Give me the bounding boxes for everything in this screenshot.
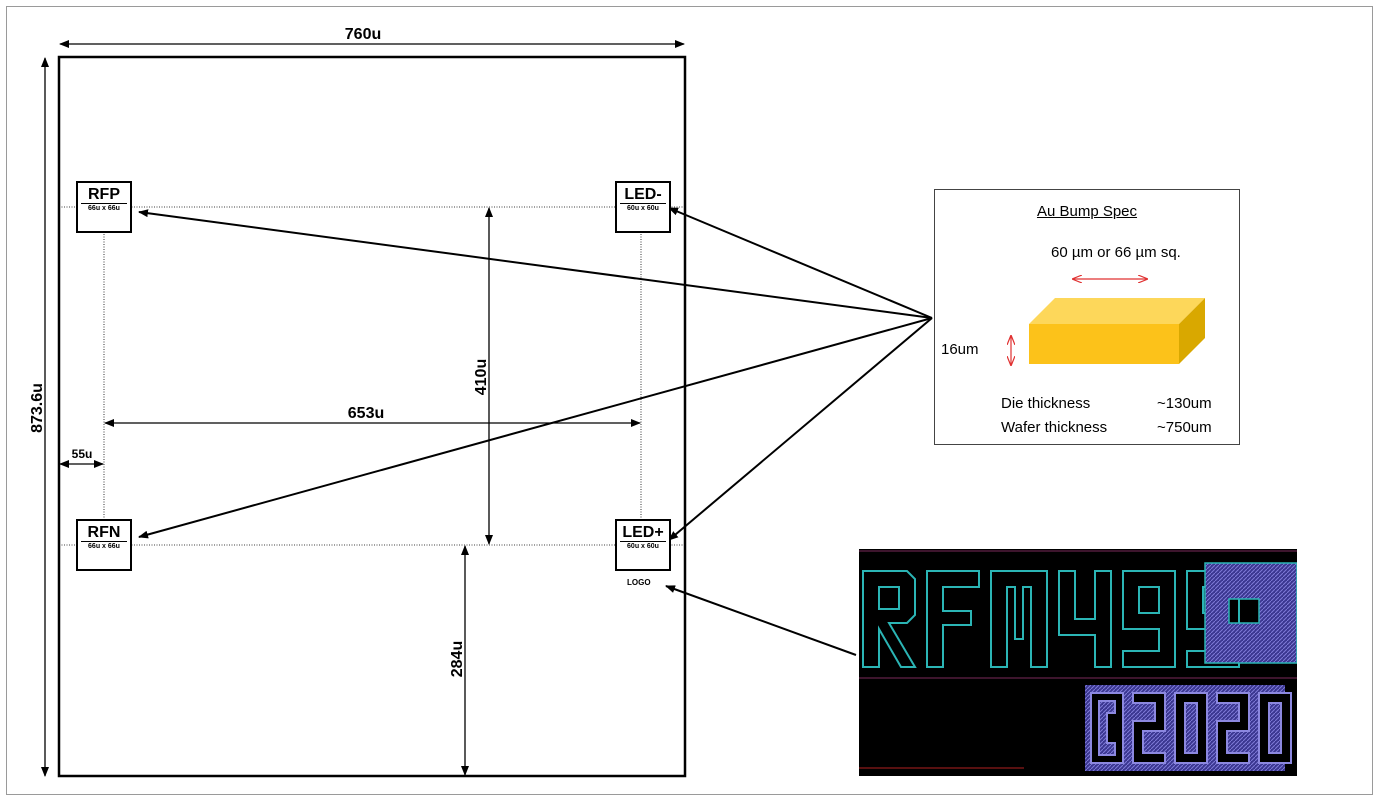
pad-rfn: RFN 66u x 66u [76, 519, 132, 571]
edge-offset-label: 55u [72, 447, 93, 461]
callout-arrow-led-plus [668, 317, 933, 541]
logo-label: LOGO [627, 578, 651, 587]
width-dimension-label: 760u [345, 26, 381, 43]
callout-arrow-led-minus [668, 207, 933, 319]
callout-arrow-logo [665, 585, 857, 656]
logo-text-2020 [1085, 685, 1292, 771]
bump-spec-panel: Au Bump Spec 60 µm or 66 µm sq. 16um Die… [934, 189, 1240, 445]
logo-layout-drawing [859, 550, 1297, 771]
callout-arrow-rfp [138, 209, 933, 319]
bump-top-face [1029, 298, 1205, 324]
bump-height-label: 16um [941, 341, 979, 358]
die-outline [57, 55, 687, 778]
pad-name: LED- [624, 186, 662, 203]
callout-arrow-rfn [138, 317, 933, 539]
pad-name: RFP [88, 186, 120, 203]
pad-size: 60u x 60u [620, 541, 666, 551]
pad-size: 66u x 66u [81, 541, 127, 551]
bottom-offset-label: 284u [449, 641, 466, 677]
logo-text-rfm499 [862, 570, 1240, 668]
pad-rfp: RFP 66u x 66u [76, 181, 132, 233]
pad-name: LED+ [622, 524, 664, 541]
pad-vertical-spacing-label: 410u [473, 359, 490, 395]
logo-layout-image [859, 549, 1297, 776]
pad-size: 66u x 66u [81, 203, 127, 213]
logo-filled-glyph [1204, 562, 1297, 664]
bump-front-face [1029, 324, 1179, 364]
wafer-thickness-value: ~750um [1157, 419, 1212, 436]
wafer-thickness-label: Wafer thickness [1001, 419, 1108, 436]
bump-illustration [935, 190, 1205, 446]
die-thickness-label: Die thickness [1001, 395, 1091, 412]
pad-led-minus: LED- 60u x 60u [615, 181, 671, 233]
bump-side-face [1179, 298, 1205, 364]
pad-horizontal-spacing-label: 653u [348, 405, 384, 422]
pad-size: 60u x 60u [620, 203, 666, 213]
bump-size-label: 60 µm or 66 µm sq. [1051, 244, 1181, 261]
diagram-frame [6, 6, 1373, 795]
die-thickness-value: ~130um [1157, 395, 1212, 412]
pad-led-plus: LED+ 60u x 60u [615, 519, 671, 571]
pad-name: RFN [87, 524, 121, 541]
bump-spec-title: Au Bump Spec [1036, 203, 1138, 220]
height-dimension-label: 873.6u [29, 383, 46, 433]
